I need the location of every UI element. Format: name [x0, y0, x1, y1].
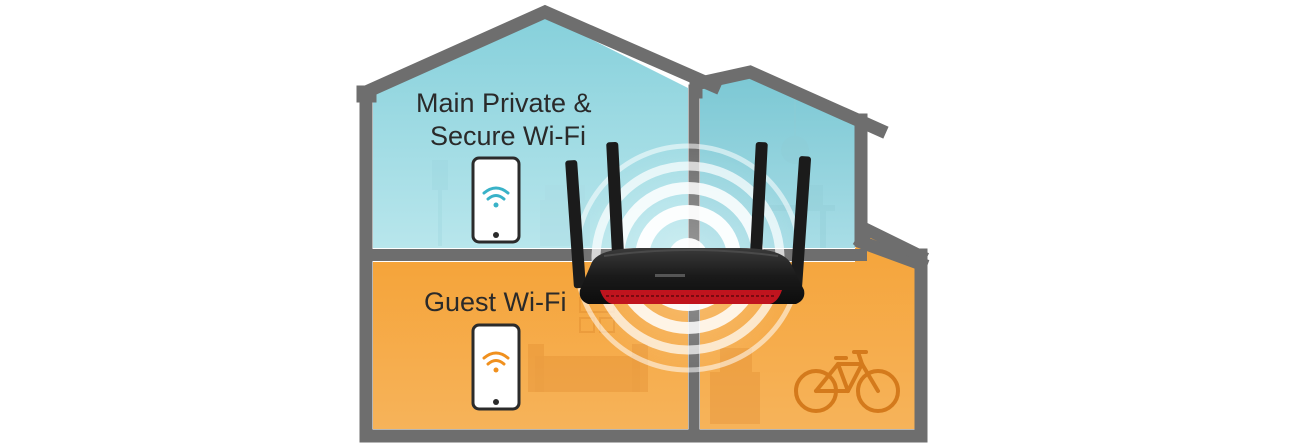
router-antenna	[750, 141, 768, 255]
wifi-icon	[482, 351, 510, 373]
router-antenna	[565, 160, 586, 289]
wireless-router-icon	[565, 141, 811, 304]
guest-wifi-phone	[471, 323, 521, 411]
main-wifi-phone	[471, 156, 521, 244]
router-antenna	[790, 156, 811, 289]
main-wifi-label-line1: Main Private &	[416, 88, 592, 118]
bicycle-icon	[794, 350, 900, 413]
router-antenna	[606, 141, 624, 255]
guest-wifi-label: Guest Wi-Fi	[424, 287, 567, 317]
main-wifi-label-line2: Secure Wi-Fi	[430, 121, 586, 151]
wifi-icon	[482, 186, 510, 208]
